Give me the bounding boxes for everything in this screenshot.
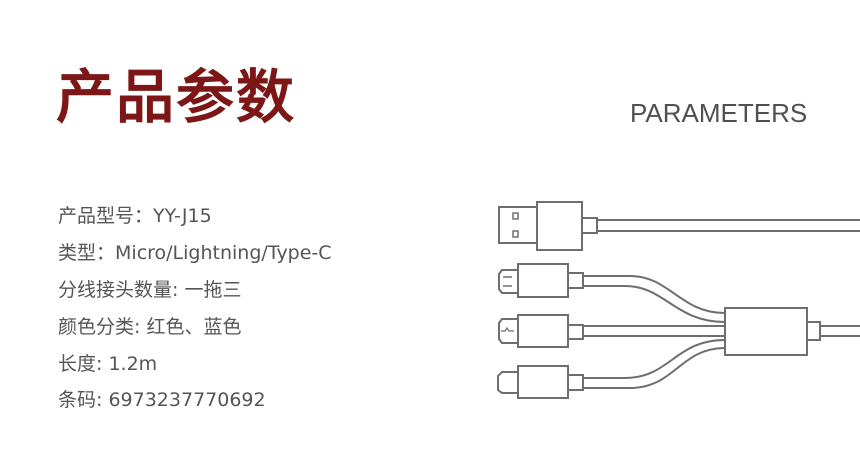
spec-model: 产品型号：YY-J15 [58,198,332,235]
spec-label: 条码: [58,389,109,411]
page-title: 产品参数 [56,63,297,131]
spec-value: 6973237770692 [108,389,266,411]
usb-a-plug-icon [498,201,860,251]
spec-color: 颜色分类: 红色、蓝色 [58,309,332,346]
spec-list: 产品型号：YY-J15 类型：Micro/Lightning/Type-C 分线… [58,198,332,418]
spec-type: 类型：Micro/Lightning/Type-C [58,235,332,272]
type-c-plug-icon [498,314,725,348]
spec-label: 颜色分类: [58,316,147,338]
spec-value: 一拖三 [184,279,242,301]
spec-barcode: 条码: 6973237770692 [58,382,332,418]
spec-connector-count: 分线接头数量: 一拖三 [58,272,332,309]
micro-usb-plug-icon [498,263,726,323]
spec-value: 红色、蓝色 [146,316,242,338]
spec-value: 1.2m [108,353,158,375]
spec-label: 分线接头数量: [58,279,185,301]
lightning-plug-icon [497,339,726,399]
spec-value: Micro/Lightning/Type-C [115,242,332,264]
splitter-hub-icon [724,307,860,356]
spec-label: 产品型号： [58,205,154,227]
page-subtitle: PARAMETERS [630,98,808,128]
spec-label: 长度: [58,353,109,375]
spec-value: YY-J15 [153,205,212,227]
spec-length: 长度: 1.2m [58,346,332,382]
spec-label: 类型： [58,242,116,264]
